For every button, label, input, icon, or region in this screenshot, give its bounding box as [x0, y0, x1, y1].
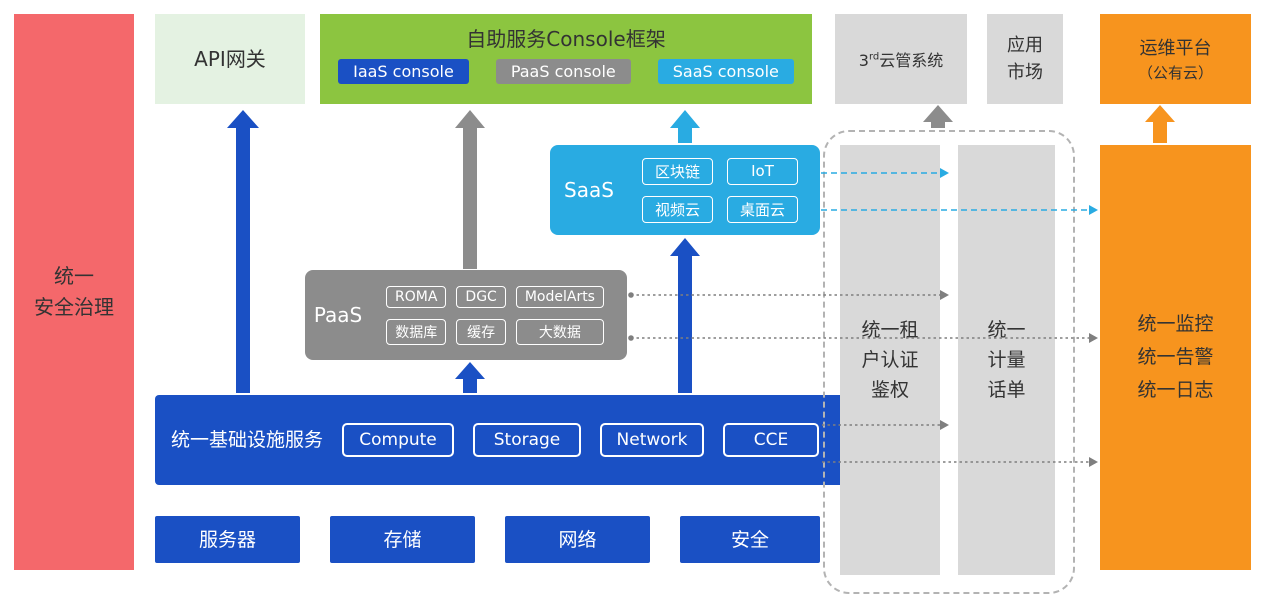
unified-monitoring-bar: 统一监控 统一告警 统一日志	[1100, 145, 1251, 570]
arrow-infra-to-api-gateway	[227, 110, 259, 393]
label-line: 统一监控	[1137, 313, 1214, 335]
saas-layer-box: SaaS 区块链 IoT 视频云 桌面云	[550, 145, 820, 235]
unified-auth-label: 统一租 户认证 鉴权	[861, 315, 918, 405]
paas-layer-box: PaaS ROMA DGC ModelArts 数据库 缓存 大数据	[305, 270, 627, 360]
unified-metering-label: 统一 计量 话单	[987, 315, 1025, 405]
om-platform-box: 运维平台 （公有云）	[1100, 14, 1251, 104]
unified-metering-bar: 统一 计量 话单	[958, 145, 1055, 575]
third-party-cloud-mgmt-label: 3rd云管系统	[859, 47, 944, 71]
hardware-box-server: 服务器	[155, 516, 300, 563]
iaas-console-button: IaaS console	[338, 59, 469, 84]
hardware-label: 存储	[383, 528, 422, 551]
label-line: 应用	[1007, 35, 1043, 56]
unified-security-governance-bar: 统一 安全治理	[14, 14, 134, 570]
label-line: 户认证	[861, 349, 919, 371]
label-line: 计量	[987, 349, 1026, 371]
console-framework-box: 自助服务Console框架 IaaS console PaaS console …	[320, 14, 812, 104]
saas-item-blockchain: 区块链	[641, 157, 713, 185]
hardware-box-network: 网络	[505, 516, 650, 563]
api-gateway-label: API网关	[194, 46, 266, 71]
unified-monitoring-label: 统一监控 统一告警 统一日志	[1137, 308, 1213, 407]
paas-services-grid: ROMA DGC ModelArts 数据库 缓存 大数据	[371, 285, 627, 345]
label-line: 统一日志	[1137, 379, 1214, 401]
hardware-label: 服务器	[198, 528, 256, 551]
arrow-infra-to-paas	[455, 362, 485, 393]
hardware-box-security: 安全	[680, 516, 820, 563]
api-gateway-box: API网关	[155, 14, 305, 104]
third-party-cloud-mgmt-box: 3rd云管系统	[835, 14, 967, 104]
paas-item-modelarts: ModelArts	[515, 285, 604, 308]
unified-infrastructure-bar: 统一基础设施服务 Compute Storage Network CCE	[155, 395, 852, 485]
label-line: 统一租	[861, 319, 919, 341]
app-market-box: 应用 市场	[987, 14, 1063, 104]
paas-item-bigdata: 大数据	[515, 318, 604, 345]
label-line: 统一	[987, 319, 1026, 341]
paas-item-roma: ROMA	[386, 285, 447, 308]
infra-item-storage: Storage	[473, 423, 582, 457]
saas-services-grid: 区块链 IoT 视频云 桌面云	[628, 157, 820, 223]
console-buttons-row: IaaS console PaaS console SaaS console	[320, 59, 812, 84]
label-line: 安全治理	[34, 295, 114, 319]
om-platform-label: 运维平台 （公有云）	[1138, 35, 1213, 84]
paas-console-button: PaaS console	[495, 59, 631, 84]
label-line: 鉴权	[870, 379, 909, 401]
paas-item-cache: 缓存	[456, 318, 506, 345]
third-cloud-superscript: rd	[868, 51, 880, 63]
paas-item-dgc: DGC	[456, 285, 506, 308]
unified-auth-bar: 统一租 户认证 鉴权	[840, 145, 940, 575]
infra-item-compute: Compute	[342, 423, 455, 457]
paas-item-database: 数据库	[386, 318, 447, 345]
label-line: 市场	[1007, 62, 1043, 83]
label-line: 话单	[987, 379, 1026, 401]
saas-console-button: SaaS console	[657, 59, 794, 84]
unified-security-governance-label: 统一 安全治理	[34, 261, 114, 323]
arrow-saas-to-console	[670, 110, 700, 143]
arrow-container-to-third-cloud	[923, 105, 953, 128]
app-market-label: 应用 市场	[1007, 32, 1043, 86]
arrow-infra-to-saas	[670, 238, 700, 393]
label-line: 统一告警	[1137, 346, 1214, 368]
label-line: 统一	[54, 264, 94, 288]
hardware-label: 网络	[558, 528, 597, 551]
saas-item-desktop-cloud: 桌面云	[727, 195, 799, 223]
label-line: （公有云）	[1137, 63, 1213, 82]
infra-item-cce: CCE	[723, 423, 820, 457]
hardware-label: 安全	[730, 528, 769, 551]
third-cloud-suffix: 云管系统	[879, 51, 944, 70]
tenant-services-dashed-container	[823, 130, 1075, 594]
arrow-paas-to-console	[455, 110, 485, 269]
third-cloud-prefix: 3	[858, 51, 869, 70]
hardware-box-storage: 存储	[330, 516, 475, 563]
console-framework-title: 自助服务Console框架	[466, 27, 666, 51]
saas-item-video-cloud: 视频云	[641, 195, 713, 223]
saas-item-iot: IoT	[727, 157, 799, 185]
label-line: 运维平台	[1139, 37, 1212, 59]
paas-label: PaaS	[313, 303, 363, 327]
infrastructure-label: 统一基础设施服务	[171, 429, 324, 451]
infra-item-network: Network	[600, 423, 705, 457]
saas-label: SaaS	[564, 178, 614, 202]
arrow-monitor-to-om-platform	[1145, 105, 1175, 143]
